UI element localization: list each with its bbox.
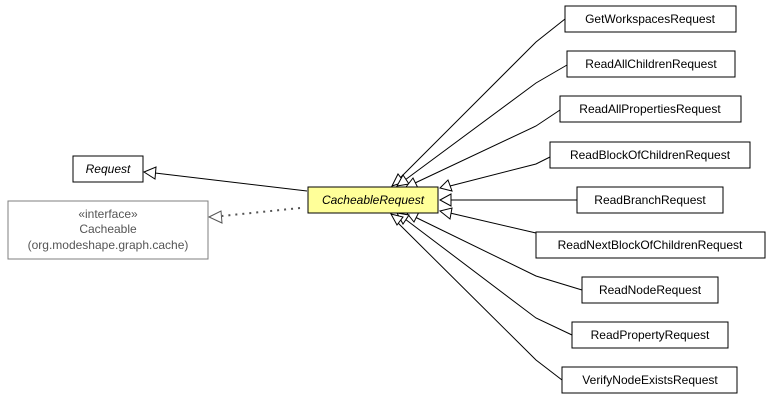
- interface-name: Cacheable: [79, 222, 137, 236]
- arrowhead-readblockofchildren: [439, 179, 453, 192]
- class-readpropertyrequest[interactable]: ReadPropertyRequest: [571, 321, 729, 349]
- subclass-label: ReadNodeRequest: [599, 283, 702, 297]
- edge-readallproperties: [414, 109, 561, 184]
- interface-package: (org.modeshape.graph.cache): [28, 238, 189, 252]
- subclass-label: ReadPropertyRequest: [591, 328, 710, 342]
- class-request[interactable]: Request: [72, 155, 144, 183]
- edge-readproperty: [404, 218, 573, 336]
- class-request-label: Request: [86, 162, 131, 176]
- class-getworkspacesrequest[interactable]: GetWorkspacesRequest: [564, 5, 737, 33]
- subclass-label: ReadBranchRequest: [594, 193, 706, 207]
- subclass-label: ReadAllChildrenRequest: [585, 57, 717, 71]
- extends-request-edge: [142, 166, 308, 192]
- arrowhead-readbranch: [438, 193, 452, 207]
- arrowhead-verifynodeexists: [390, 213, 404, 226]
- arrowhead-readallchildren: [396, 174, 410, 187]
- arrowhead-request: [142, 166, 157, 180]
- interface-stereotype: «interface»: [78, 207, 138, 221]
- class-readallchildrenrequest[interactable]: ReadAllChildrenRequest: [566, 50, 736, 78]
- edge-readallchildren: [404, 64, 568, 181]
- class-readbranchrequest[interactable]: ReadBranchRequest: [576, 186, 724, 214]
- arrowhead-readnextblock: [438, 207, 453, 220]
- class-readnextblockofchildrenrequest[interactable]: ReadNextBlockOfChildrenRequest: [535, 231, 766, 259]
- edge-readblockofchildren: [449, 156, 551, 187]
- class-readnoderequest[interactable]: ReadNodeRequest: [581, 276, 719, 304]
- edge-readnextblockofchildren: [449, 212, 537, 234]
- edge-readnode: [414, 216, 583, 291]
- edge-verifynodeexists: [394, 219, 563, 381]
- subclass-label: ReadAllPropertiesRequest: [579, 102, 721, 116]
- subclass-label: ReadBlockOfChildrenRequest: [570, 148, 731, 162]
- subclass-label: ReadNextBlockOfChildrenRequest: [558, 238, 743, 252]
- class-cacheable-request[interactable]: CacheableRequest: [307, 186, 439, 214]
- implements-cacheable-edge: [207, 207, 301, 224]
- subclass-label: GetWorkspacesRequest: [585, 12, 716, 26]
- arrowhead-cacheable: [207, 210, 223, 224]
- class-cacheable-request-label: CacheableRequest: [322, 193, 425, 207]
- interface-cacheable[interactable]: «interface» Cacheable (org.modeshape.gra…: [7, 200, 209, 260]
- subclass-label: VerifyNodeExistsRequest: [582, 373, 718, 387]
- class-verifynodeexistsrequest[interactable]: VerifyNodeExistsRequest: [561, 366, 738, 394]
- edge-getworkspaces: [399, 18, 566, 179]
- class-readallpropertiesrequest[interactable]: ReadAllPropertiesRequest: [559, 95, 742, 123]
- class-readblockofchildrenrequest[interactable]: ReadBlockOfChildrenRequest: [549, 141, 751, 169]
